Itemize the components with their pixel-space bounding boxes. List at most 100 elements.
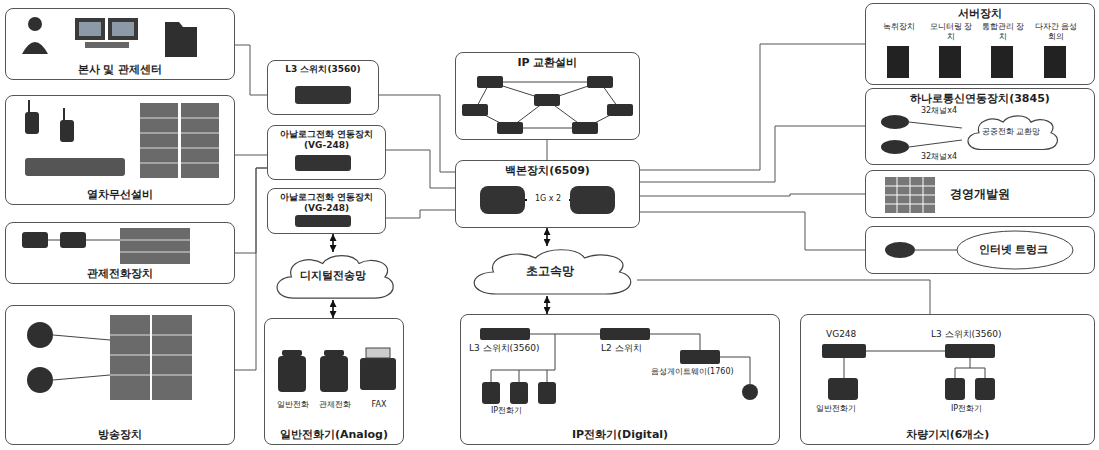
- network-cloud: 공중전화 교환망: [961, 113, 1061, 151]
- node-title: 관제전화장치: [87, 267, 153, 280]
- node-title: 초고속망: [526, 264, 574, 278]
- equipment-box: L3 스위치(3560): [267, 60, 379, 115]
- equipment-icon: [22, 232, 48, 248]
- part-label: 녹취장치: [873, 22, 925, 32]
- connector: [332, 234, 334, 252]
- node-title: L3 스위치(3560): [285, 64, 360, 75]
- node-title: 백본장치(6509): [505, 164, 590, 177]
- connector: [386, 150, 455, 188]
- equipment-icon: [822, 344, 866, 358]
- part-label: 1G x 2: [527, 194, 569, 204]
- equipment-icon: [282, 350, 302, 356]
- part-label: L2 스위치: [600, 343, 643, 354]
- equipment-icon: [295, 155, 351, 171]
- node-title: 디지털전송망: [300, 269, 366, 282]
- equipment-icon: [320, 356, 348, 392]
- connector: [379, 95, 455, 172]
- equipment-box: 일반전화기(Analog): [264, 318, 404, 445]
- connector: [235, 155, 267, 156]
- equipment-box: 인터넷 트렁크: [865, 226, 1095, 274]
- node-title: 아날로그전화 연동장치(VG-248): [271, 129, 382, 151]
- cloud-outline: [474, 250, 630, 294]
- network-cloud: 초고속망: [462, 246, 637, 296]
- part-label: IP전화기: [490, 406, 523, 416]
- equipment-box: 열차무선설비: [5, 95, 235, 205]
- cloud-outline: [277, 256, 393, 298]
- equipment-icon: [570, 186, 615, 214]
- node-title: 공중전화 교환망: [982, 127, 1041, 137]
- equipment-icon: [27, 322, 53, 348]
- equipment-box: 아날로그전화 연동장치(VG-248): [267, 125, 386, 180]
- connector: [640, 194, 865, 196]
- node-title: 서버장치: [958, 7, 1002, 20]
- connector: [235, 168, 267, 253]
- equipment-icon: [28, 17, 42, 31]
- equipment-icon: [295, 215, 351, 227]
- connector: [386, 210, 455, 218]
- cloud-outline: [968, 116, 1057, 150]
- equipment-icon: [572, 122, 598, 134]
- node-title: 인터넷 트렁크: [979, 243, 1049, 256]
- connector: [332, 300, 334, 318]
- equipment-icon: [600, 328, 650, 340]
- part-label: 통합관리 장치: [977, 22, 1029, 41]
- connector: [637, 280, 930, 314]
- equipment-box: IP전화기(Digital): [460, 314, 780, 445]
- part-label: 모니터링 장치: [925, 22, 977, 41]
- part-label: 관제전화: [312, 400, 358, 410]
- equipment-icon: [28, 100, 30, 112]
- part-label: IP전화기: [950, 404, 983, 414]
- equipment-icon: [25, 112, 39, 134]
- device-wire: [909, 122, 962, 147]
- node-title: 방송장치: [98, 428, 142, 441]
- equipment-icon: [885, 177, 935, 213]
- network-cloud: 디지털전송망: [268, 252, 398, 300]
- connector: [640, 212, 865, 250]
- device-wire: [915, 250, 957, 251]
- equipment-icon: [152, 315, 192, 400]
- connector: [235, 45, 267, 95]
- part-label: 음성게이트웨이(1760): [650, 367, 735, 377]
- part-label: 32채널x4: [920, 152, 958, 162]
- part-label: L3 스위치(3560): [468, 343, 541, 354]
- equipment-icon: [945, 344, 995, 358]
- equipment-icon: [110, 315, 150, 400]
- equipment-icon: [957, 231, 1073, 269]
- equipment-icon: [887, 46, 909, 78]
- equipment-icon: [79, 22, 101, 36]
- equipment-icon: [181, 103, 219, 178]
- equipment-icon: [1044, 46, 1066, 78]
- connector: [640, 44, 865, 170]
- equipment-icon: [324, 350, 344, 356]
- equipment-icon: [497, 122, 523, 134]
- equipment-box: IP 교환설비: [455, 52, 640, 140]
- node-title: 경영개발원: [950, 187, 1010, 201]
- equipment-icon: [939, 46, 961, 78]
- connector-layer: [235, 44, 930, 370]
- equipment-box: 아날로그전화 연동장치(VG-248): [267, 188, 386, 234]
- part-label: VG248: [825, 329, 857, 340]
- equipment-box: 하나로통신연동장치(3845)공중전화 교환망: [865, 88, 1095, 165]
- equipment-icon: [480, 186, 525, 214]
- equipment-icon: [881, 115, 909, 129]
- equipment-icon: [63, 108, 65, 120]
- part-label: 일반전화기: [815, 404, 857, 414]
- equipment-icon: [828, 378, 858, 400]
- connector: [547, 140, 548, 160]
- equipment-icon: [366, 348, 390, 358]
- equipment-icon: [462, 104, 488, 116]
- equipment-icon: [140, 103, 178, 178]
- equipment-icon: [885, 177, 935, 213]
- node-title: 일반전화기(Analog): [280, 428, 388, 441]
- equipment-icon: [742, 384, 758, 400]
- node-title: 차량기지(6개소): [906, 428, 990, 441]
- equipment-icon: [25, 158, 125, 176]
- equipment-icon: [975, 378, 995, 400]
- equipment-icon: [85, 42, 129, 48]
- node-title: 아날로그전화 연동장치(VG-248): [271, 192, 382, 214]
- connector: [235, 168, 267, 370]
- equipment-icon: [477, 76, 503, 88]
- equipment-icon: [60, 232, 86, 248]
- equipment-icon: [120, 240, 190, 252]
